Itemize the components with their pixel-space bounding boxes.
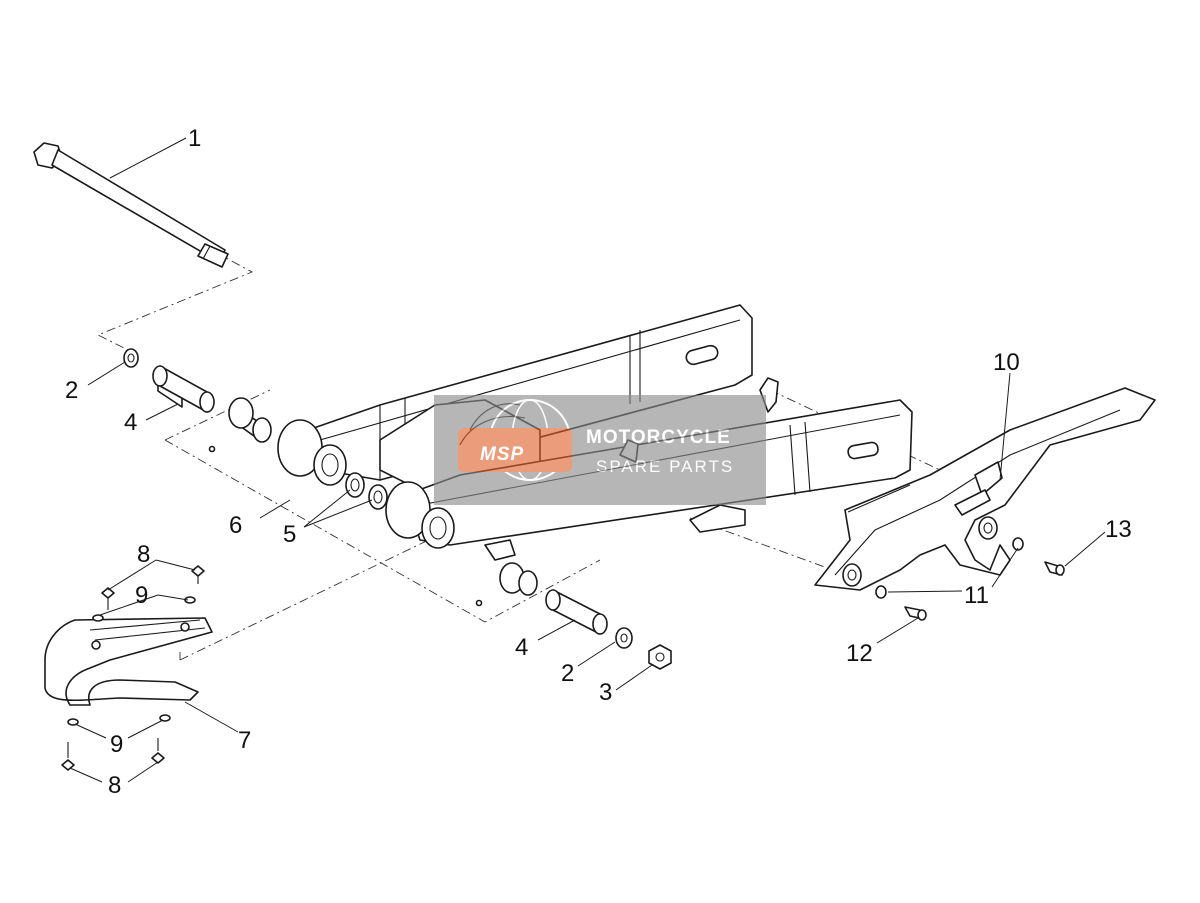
callout-7: 7 <box>238 727 251 754</box>
callout-2-upper: 2 <box>65 377 78 404</box>
watermark-line2: SPARE PARTS <box>596 457 734 476</box>
chain-guard <box>814 387 1156 591</box>
callout-labels: 1 2 4 6 5 8 9 9 8 7 4 2 3 10 13 11 12 <box>65 125 1132 799</box>
callout-9-lower: 9 <box>110 731 123 758</box>
callout-4-lower: 4 <box>515 634 528 661</box>
slider-fasteners <box>61 565 205 771</box>
callout-8-upper: 8 <box>137 541 150 568</box>
right-bushing-stack <box>475 562 672 670</box>
callout-6: 6 <box>229 512 242 539</box>
callout-5: 5 <box>283 521 296 548</box>
watermark-logo-text: MSP <box>480 444 524 465</box>
callout-11: 11 <box>964 582 989 609</box>
chain-slider <box>44 617 213 706</box>
callout-2-lower: 2 <box>561 660 574 687</box>
left-bushing-stack <box>123 348 272 453</box>
watermark-badge <box>458 428 572 472</box>
watermark: MSP MOTORCYCLE SPARE PARTS <box>434 395 766 505</box>
callout-4-upper: 4 <box>124 409 137 436</box>
leader-lines <box>69 137 1106 783</box>
callout-8-lower: 8 <box>108 772 121 799</box>
watermark-line1: MOTORCYCLE <box>586 427 731 448</box>
callout-9-upper: 9 <box>135 582 148 609</box>
chain-guard-fasteners <box>875 537 1065 621</box>
callout-3: 3 <box>599 679 612 706</box>
pivot-bolt <box>33 142 229 268</box>
callout-13: 13 <box>1105 516 1132 543</box>
callout-10: 10 <box>993 349 1020 376</box>
callout-12: 12 <box>846 640 873 667</box>
washers-5 <box>345 472 388 510</box>
callout-1: 1 <box>188 125 201 152</box>
